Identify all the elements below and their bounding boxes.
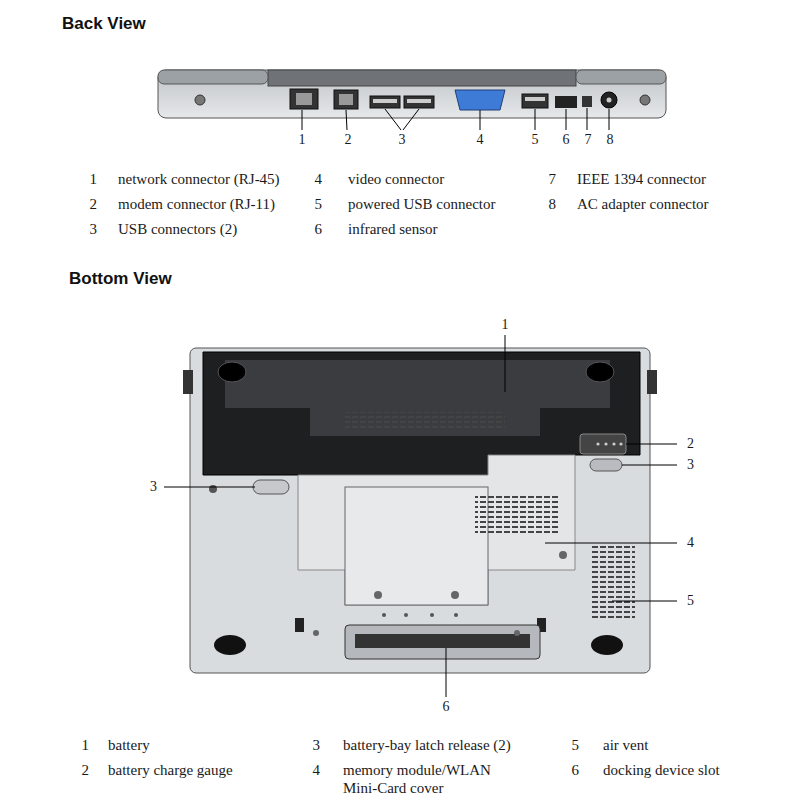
legend-number: 6 <box>315 220 323 238</box>
callout-number: 3 <box>399 132 406 148</box>
callout-number: 1 <box>299 132 306 148</box>
callout-number: 1 <box>502 317 509 333</box>
leader-lines <box>164 335 677 697</box>
callout-number: 6 <box>443 699 450 715</box>
legend-text: infrared sensor <box>348 220 438 238</box>
callout-number: 7 <box>585 132 592 148</box>
leader-lines <box>302 108 609 130</box>
legend-number: 1 <box>90 170 98 188</box>
callout-number: 4 <box>477 132 484 148</box>
callout-number: 5 <box>687 593 694 609</box>
legend-text: AC adapter connector <box>577 195 709 213</box>
callout-number: 5 <box>532 132 539 148</box>
legend-text: memory module/WLAN Mini-Card cover <box>343 761 528 797</box>
legend-text: air vent <box>603 736 648 754</box>
legend-text: IEEE 1394 connector <box>577 170 706 188</box>
legend-number: 3 <box>313 736 321 754</box>
callout-number: 4 <box>687 535 694 551</box>
callout-number: 6 <box>563 132 570 148</box>
legend-text: network connector (RJ-45) <box>118 170 280 188</box>
legend-number: 5 <box>572 736 580 754</box>
callout-number: 2 <box>687 436 694 452</box>
bottom-view-laptop <box>183 348 657 673</box>
legend-text: powered USB connector <box>348 195 495 213</box>
legend-number: 2 <box>90 195 98 213</box>
legend-number: 5 <box>315 195 323 213</box>
legend-number: 4 <box>313 761 321 779</box>
callout-number: 3 <box>150 479 157 495</box>
callout-number: 2 <box>345 132 352 148</box>
legend-number: 4 <box>315 170 323 188</box>
legend-number: 8 <box>549 195 557 213</box>
view-heading: Bottom View <box>69 270 172 288</box>
legend-number: 3 <box>90 220 98 238</box>
legend-text: USB connectors (2) <box>118 220 237 238</box>
legend-text: battery charge gauge <box>108 761 233 779</box>
legend-text: video connector <box>348 170 444 188</box>
legend-number: 2 <box>82 761 90 779</box>
view-heading: Back View <box>62 15 146 33</box>
legend-text: battery-bay latch release (2) <box>343 736 511 754</box>
legend-number: 7 <box>549 170 557 188</box>
legend-number: 1 <box>82 736 90 754</box>
legend-number: 6 <box>572 761 580 779</box>
legend-text: battery <box>108 736 150 754</box>
legend-text: docking device slot <box>603 761 720 779</box>
callout-number: 8 <box>607 132 614 148</box>
legend-text: modem connector (RJ-11) <box>118 195 275 213</box>
back-view-laptop <box>158 70 666 118</box>
callout-number: 3 <box>687 457 694 473</box>
